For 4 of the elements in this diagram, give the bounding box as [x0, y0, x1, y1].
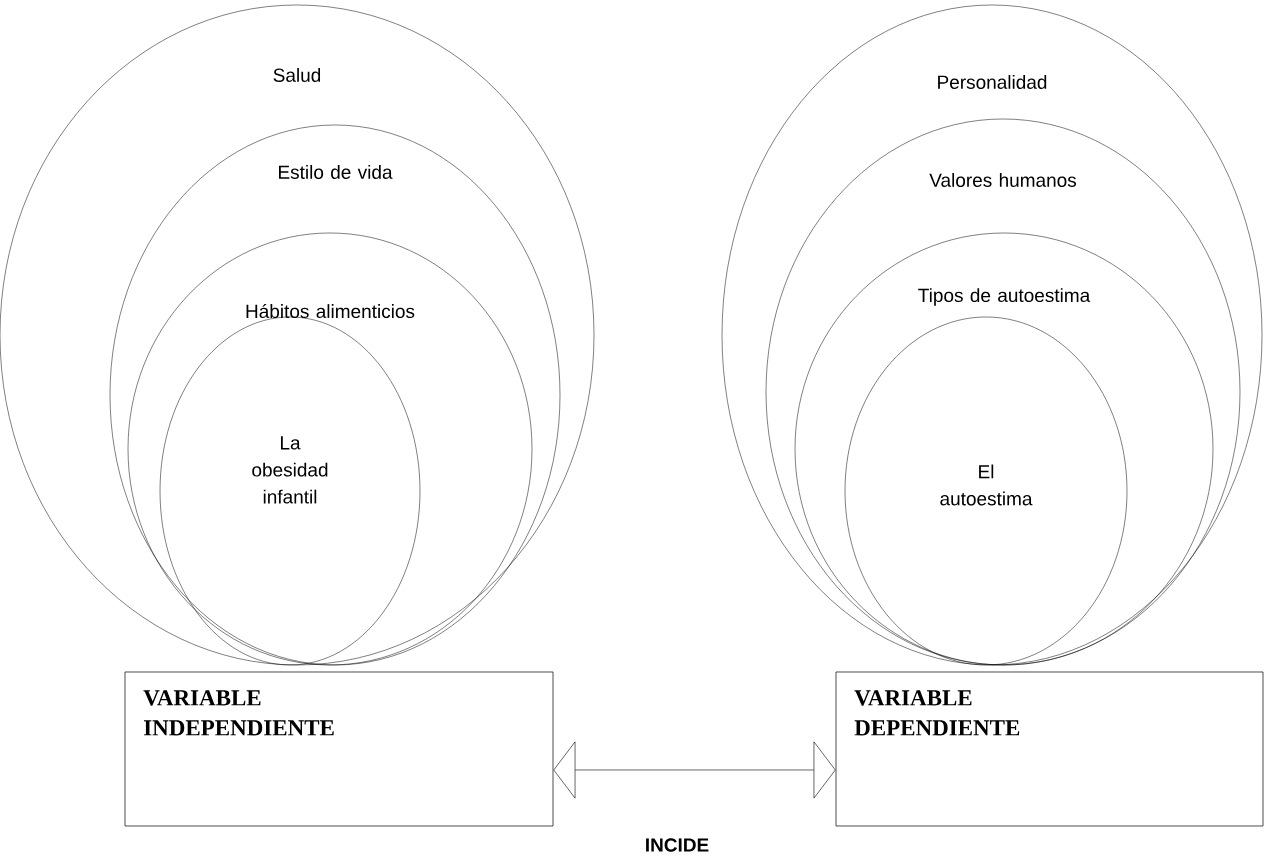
edge-label: INCIDE [646, 838, 709, 852]
variable-box: VARIABLE DEPENDIENTE [835, 671, 1264, 827]
double-arrow [553, 741, 836, 799]
variable-box: VARIABLE INDEPENDIENTE [124, 671, 554, 827]
